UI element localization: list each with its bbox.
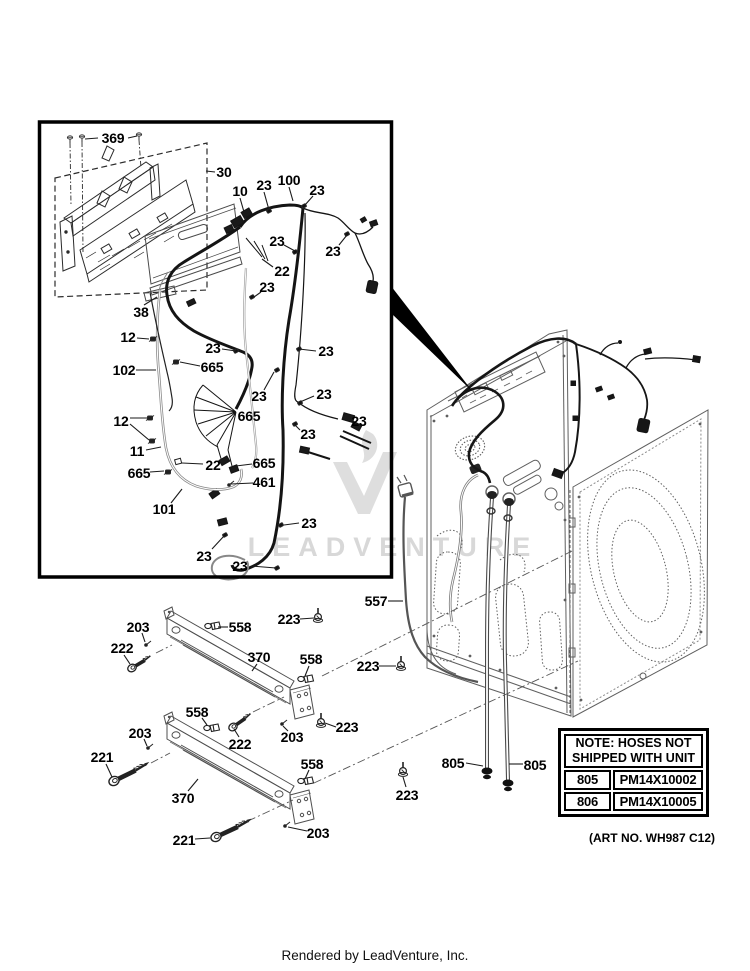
fill-hoses-drawing: [481, 491, 514, 792]
secondary-wires-drawing: [149, 267, 258, 581]
note-row-part: 805: [564, 770, 611, 790]
note-box: NOTE: HOSES NOT SHIPPED WITH UNIT 805 PM…: [558, 728, 709, 817]
note-box-table: 805 PM14X10002 806 PM14X10005: [564, 770, 703, 811]
power-cord-drawing: [396, 474, 479, 684]
escutcheon-panel-drawing: [143, 203, 243, 302]
mounting-brackets-drawing: [107, 550, 579, 843]
screw-223-icon: [397, 761, 409, 778]
note-row-sku: PM14X10005: [613, 791, 703, 811]
clip-558-icon: [204, 621, 222, 631]
screw-223-icon: [315, 712, 327, 729]
callout-leader-lines: [84, 135, 523, 840]
art-number: (ART NO. WH987 C12): [588, 831, 715, 845]
assembly-axis-lines: [150, 550, 579, 822]
screw-203-icon: [145, 743, 154, 751]
main-harness-drawing: [165, 203, 379, 572]
control-board-assembly-drawing: [59, 145, 196, 283]
inset-harness-diagram: [54, 132, 379, 581]
clip-558-icon: [203, 723, 221, 733]
note-box-title: NOTE: HOSES NOT SHIPPED WITH UNIT: [564, 734, 703, 768]
screw-222-icon: [124, 651, 155, 676]
washer-harness-drawing: [450, 337, 702, 484]
note-title-line1: NOTE: HOSES NOT: [575, 736, 692, 750]
detail-pointer-wedge: [391, 286, 473, 392]
screw-203-icon: [279, 719, 288, 727]
leadventure-watermark: LEADVENTURE: [248, 430, 539, 562]
bolt-221-icon: [107, 760, 151, 788]
note-row-part: 806: [564, 791, 611, 811]
note-title-line2: SHIPPED WITH UNIT: [572, 751, 695, 765]
screw-223-icon: [312, 607, 324, 624]
watermark-text: LEADVENTURE: [248, 532, 539, 562]
footer-credit: Rendered by LeadVenture, Inc.: [281, 948, 469, 963]
screw-222-icon: [225, 709, 255, 735]
clip-558-icon: [297, 674, 315, 684]
screw-223-icon: [395, 655, 407, 672]
inset-box-border: [37, 120, 394, 579]
bolt-221-icon: [209, 816, 254, 843]
note-row-sku: PM14X10002: [613, 770, 703, 790]
